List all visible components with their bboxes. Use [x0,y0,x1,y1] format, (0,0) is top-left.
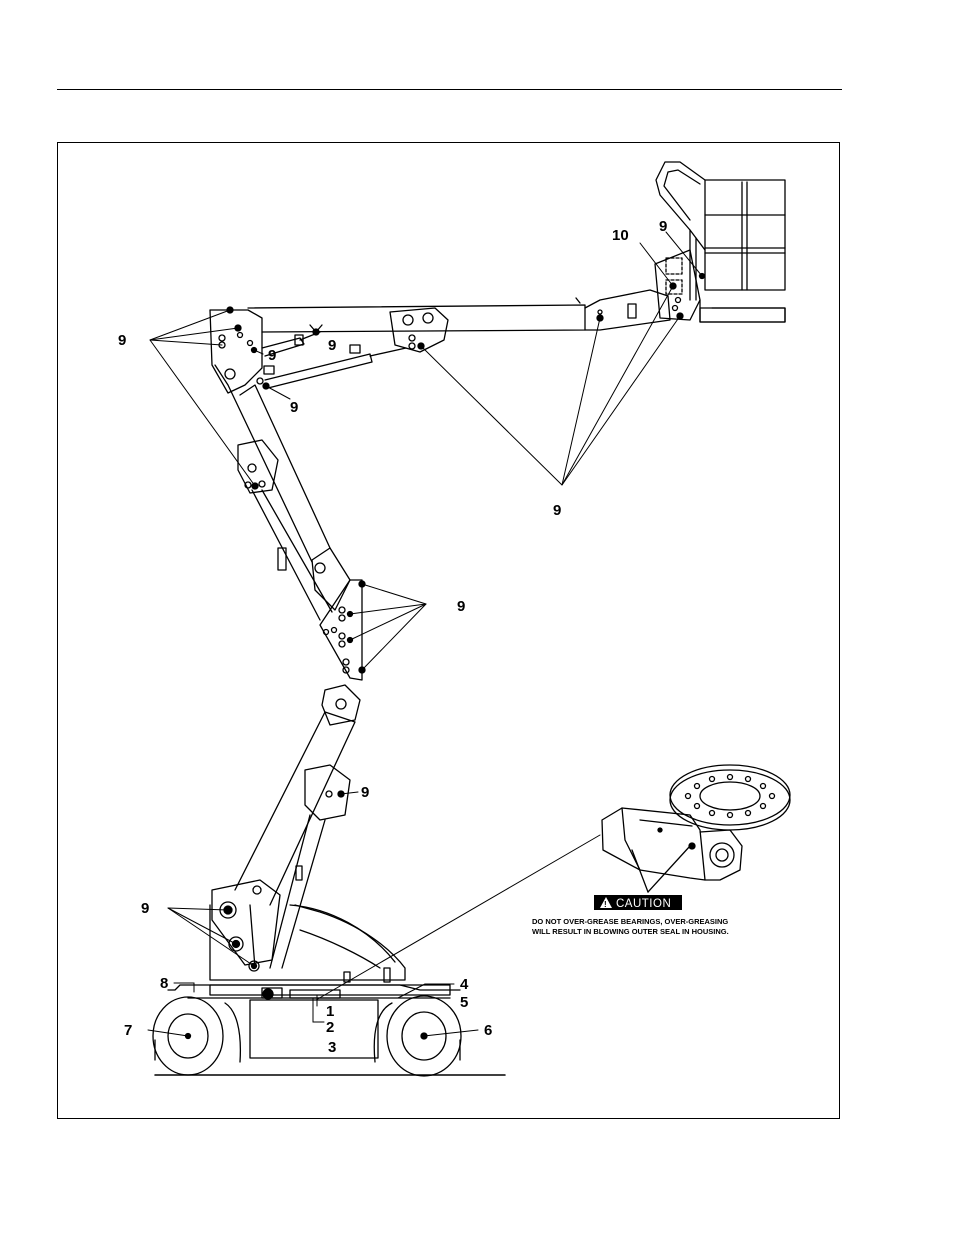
callout-7: 7 [124,1022,132,1039]
caution-line-2: WILL RESULT IN BLOWING OUTER SEAL IN HOU… [532,927,729,936]
callout-leaders [148,232,702,1036]
callout-9-e: 9 [553,502,561,519]
upper-boom [215,365,332,620]
callout-9-i: 9 [659,218,667,235]
callout-9-g: 9 [361,784,369,801]
callout-5: 5 [460,994,468,1011]
jib-tip [585,250,705,330]
callout-2: 2 [326,1019,334,1036]
caution-line-1: DO NOT OVER-GREASE BEARINGS, OVER-GREASI… [532,917,728,926]
boom-cylinders [262,325,406,388]
chassis [155,985,460,1062]
callout-1: 1 [326,1003,334,1020]
callout-9-b: 9 [268,347,276,364]
caution-heading: CAUTION [616,898,671,910]
caution-exclaim-icon: ! [604,900,607,909]
callout-9-d: 9 [290,399,298,416]
callout-8: 8 [160,975,168,992]
callout-9-f: 9 [457,598,465,615]
swing-bearing-inset [602,765,790,892]
callout-10: 10 [612,227,629,244]
mid-knuckle [312,548,365,680]
callout-9-a: 9 [118,332,126,349]
lower-boom [212,685,360,971]
platform-basket [656,162,785,322]
caution-label: ! CAUTION DO NOT OVER-GREASE BEARINGS, O… [532,895,729,936]
callout-9-c: 9 [328,337,336,354]
callout-9-h: 9 [141,900,149,917]
callout-4: 4 [460,976,469,993]
callout-6: 6 [484,1022,492,1039]
jib-boom [248,298,585,352]
callout-3: 3 [328,1039,336,1056]
